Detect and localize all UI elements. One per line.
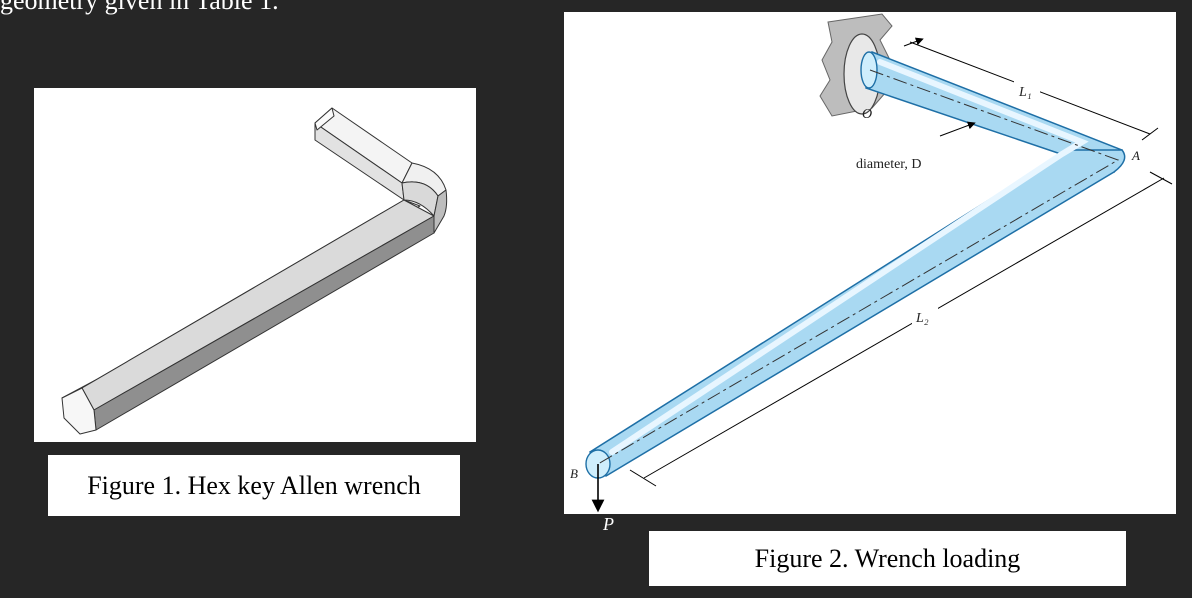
diameter-label: diameter, D (856, 157, 922, 172)
L2-dimension-line (643, 177, 1165, 479)
point-A-label: A (1131, 148, 1140, 163)
L2-extension-bottom (629, 469, 657, 487)
load-P-label: P (602, 514, 614, 534)
bend-side (433, 189, 448, 234)
L2-extension-top (1149, 171, 1173, 185)
figure-2-caption: Figure 2. Wrench loading (649, 531, 1126, 586)
hex-key-drawing (61, 107, 448, 435)
rod-highlight (609, 59, 1089, 455)
point-B-label: B (570, 466, 578, 481)
L1-label: L₁ (1018, 85, 1032, 100)
rod-end-O (860, 51, 878, 89)
L1-arrow-left (903, 37, 924, 47)
diameter-leader (939, 121, 976, 137)
point-O-label: O (862, 107, 872, 122)
rod-centerline (597, 69, 1120, 465)
intro-text: geometry given in Table 1. (0, 0, 279, 15)
rod-segment-AB (588, 149, 1126, 478)
figure-1-panel (34, 88, 476, 442)
L2-label-bg (912, 306, 938, 328)
L2-label: L₂ (915, 311, 929, 326)
short-arm-end (314, 107, 335, 131)
long-arm-hex-end (61, 387, 97, 435)
L1-label-bg (1014, 78, 1040, 100)
figure-1-caption: Figure 1. Hex key Allen wrench (48, 455, 460, 516)
L1-extension (1141, 127, 1159, 141)
